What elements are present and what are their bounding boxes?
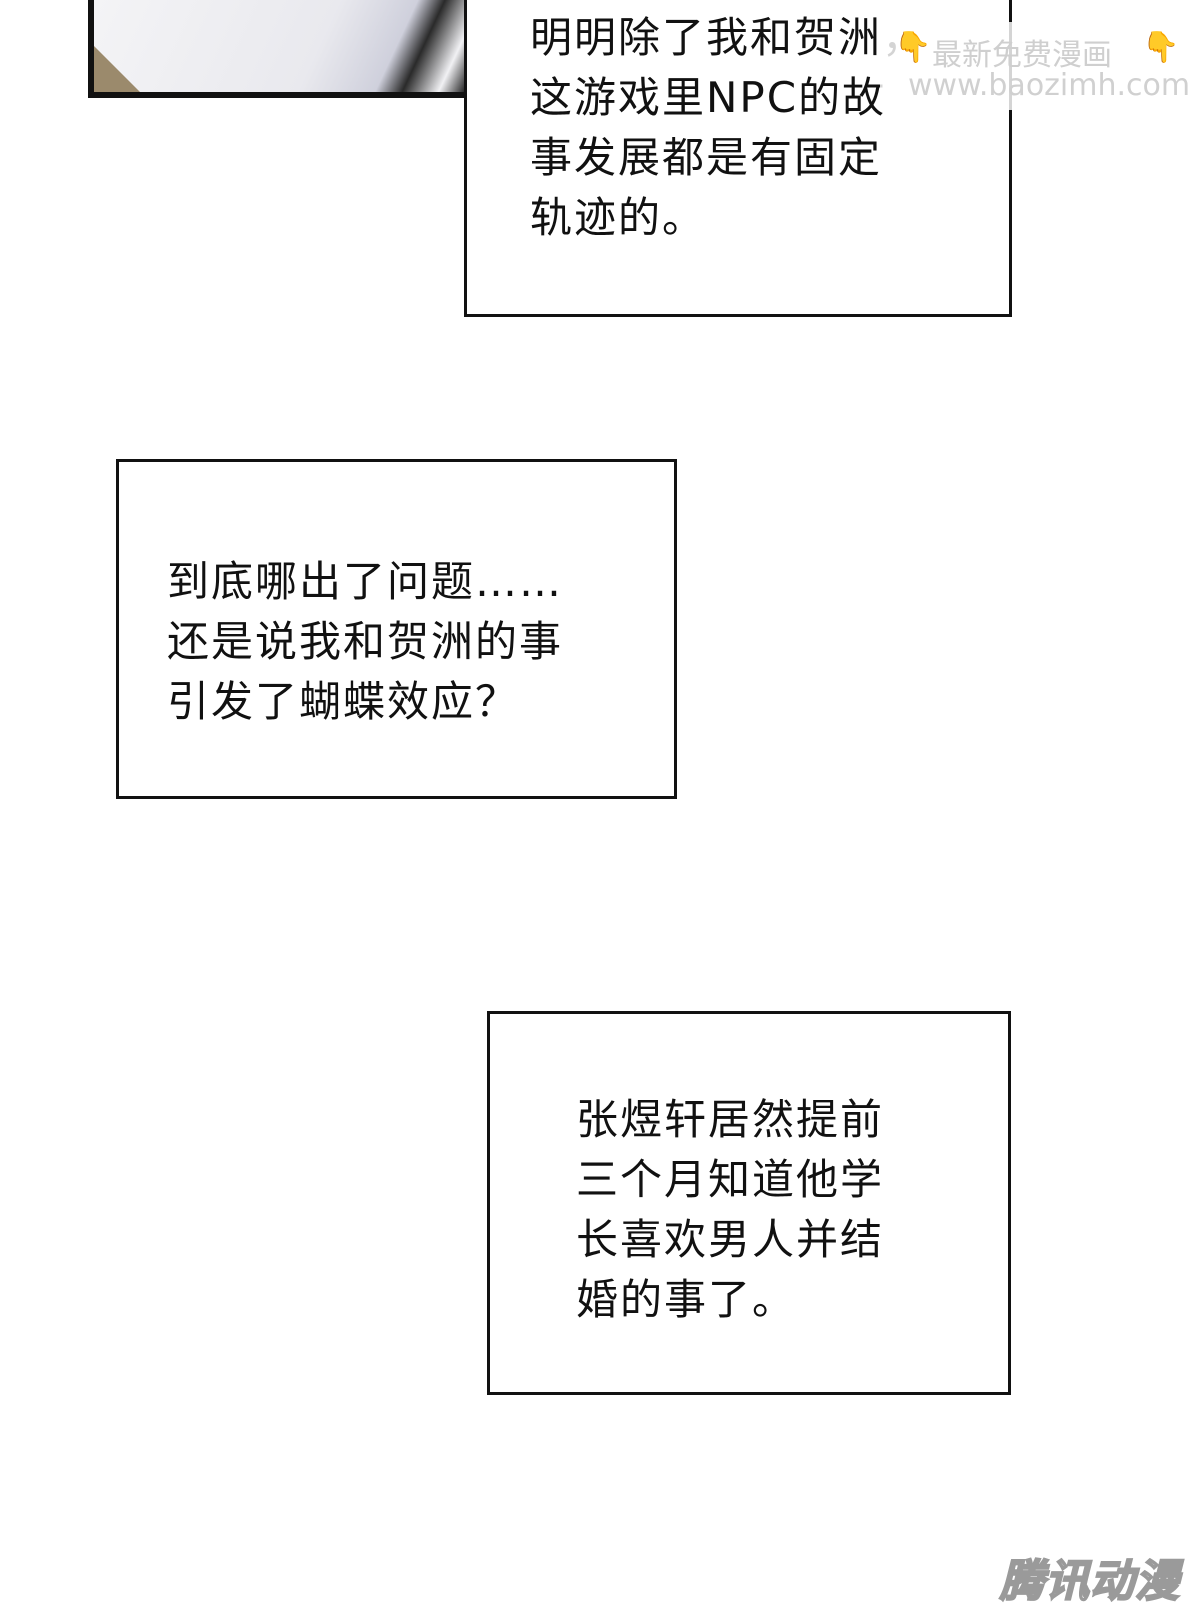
- artwork-panel-fragment: [88, 0, 508, 98]
- caption-text-3: 张煜轩居然提前 三个月知道他学 长喜欢男人并结 婚的事了。: [576, 1095, 885, 1324]
- pointing-down-hand-icon: 👇: [894, 30, 932, 65]
- caption-text-1: 明明除了我和贺洲， 这游戏里NPC的故 事发展都是有固定 轨迹的。: [530, 13, 927, 242]
- artwork-corner-shape: [94, 46, 140, 92]
- caption-text-2: 到底哪出了问题…… 还是说我和贺洲的事 引发了蝴蝶效应？: [167, 557, 564, 726]
- caption-box-3: 张煜轩居然提前 三个月知道他学 长喜欢男人并结 婚的事了。: [487, 1011, 1011, 1395]
- watermark-baozimh: 👇 最新免费漫画 👇 www.baozimh.com: [880, 22, 1192, 110]
- caption-box-2: 到底哪出了问题…… 还是说我和贺洲的事 引发了蝴蝶效应？: [116, 459, 677, 799]
- watermark-label: 最新免费漫画: [932, 38, 1112, 73]
- watermark-tencent-comics: 腾讯动漫: [999, 1555, 1180, 1608]
- pointing-down-hand-icon: 👇: [1142, 30, 1180, 65]
- watermark-url: www.baozimh.com: [908, 68, 1191, 103]
